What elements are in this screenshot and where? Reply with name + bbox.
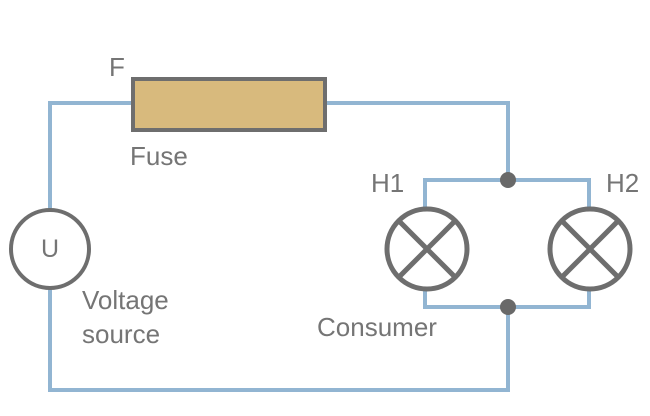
fuse-ref-label: F	[109, 52, 125, 82]
wire-right-drop	[506, 101, 510, 182]
wire-middle-drop	[506, 305, 510, 392]
lamp-cross-icon	[547, 206, 633, 292]
lamp-cross-icon	[384, 206, 470, 292]
lamp-h1-symbol	[384, 206, 470, 292]
junction-dot-top	[500, 172, 516, 188]
voltage-source-letter: U	[40, 234, 60, 263]
lamp-h2-ref-label: H2	[606, 168, 640, 198]
voltage-source-symbol: U	[9, 208, 91, 290]
junction-dot-bottom	[500, 299, 516, 315]
wire-bottom-horizontal	[48, 388, 510, 392]
consumer-name-label: Consumer	[317, 312, 437, 342]
fuse-symbol	[131, 77, 327, 132]
lamp-h1-ref-label: H1	[371, 168, 405, 198]
voltage-source-name-label: Voltage source	[82, 285, 169, 349]
lamp-h2-symbol	[547, 206, 633, 292]
fuse-name-label: Fuse	[130, 141, 188, 171]
